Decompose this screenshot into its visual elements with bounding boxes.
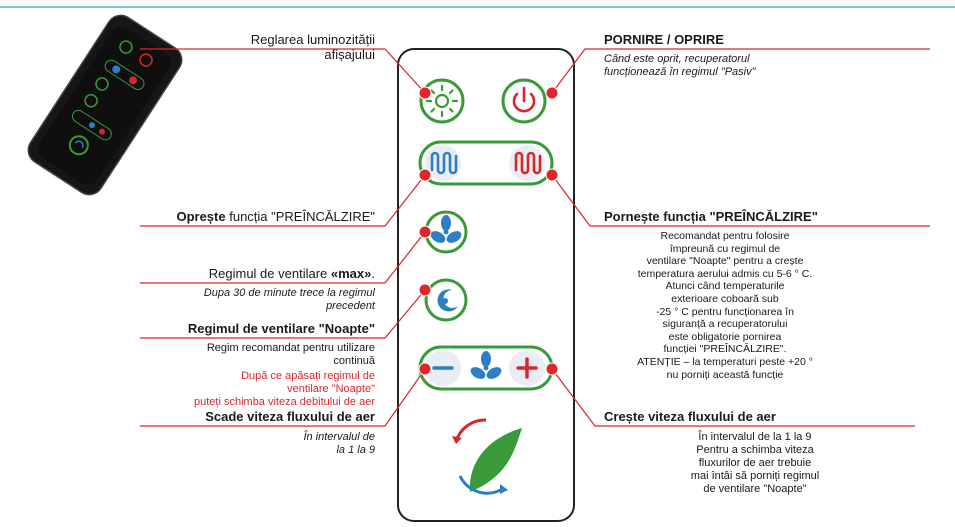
preheat-on-desc: Recomandat pentru folosire împreună cu r… <box>637 230 813 381</box>
leader-power <box>551 48 930 94</box>
plus-icon <box>516 357 538 379</box>
decrease-title: Scade viteza fluxului de aer <box>205 409 375 424</box>
increase-title: Crește viteza fluxului de aer <box>604 409 776 424</box>
night-mode-desc: Regim recomandat pentru utilizare contin… <box>206 342 375 367</box>
leader-brightness <box>140 48 426 94</box>
max-ventilation-button[interactable] <box>424 210 468 254</box>
decrease-speed-button[interactable] <box>425 350 461 386</box>
recycle-leaf-icon <box>452 418 522 495</box>
fan-icon <box>430 215 462 243</box>
heater-wave-icon <box>430 151 458 175</box>
top-rule <box>0 6 955 8</box>
preheat-on-title: Pornește funcția "PREÎNCĂLZIRE" <box>604 209 818 224</box>
preheat-on-button[interactable] <box>509 145 545 181</box>
power-title: PORNIRE / OPRIRE <box>604 32 724 47</box>
fan-icon <box>470 351 502 379</box>
brightness-button[interactable] <box>419 78 465 124</box>
leader-preheat-off <box>140 174 426 227</box>
preheat-off-label: Oprește funcția "PREÎNCĂLZIRE" <box>176 209 375 224</box>
night-mode-title: Regimul de ventilare "Noapte" <box>187 321 375 336</box>
leader-lines <box>140 48 930 427</box>
power-button[interactable] <box>501 78 547 124</box>
power-icon <box>512 86 536 113</box>
leader-max <box>140 231 426 284</box>
fan-speed-indicator <box>470 351 502 379</box>
leader-increase <box>551 368 915 427</box>
heater-wave-icon <box>514 151 542 175</box>
power-note: Când este oprit, recuperatorul funcțione… <box>604 53 756 78</box>
leader-decrease <box>140 368 426 427</box>
increase-desc: În intervalul de la 1 la 9 Pentru a schi… <box>690 431 820 495</box>
max-mode-title: Regimul de ventilare «max». <box>208 266 375 281</box>
brightness-label: Reglarea luminozității afișajului <box>250 32 375 62</box>
decrease-note: În intervalul de la 1 la 9 <box>303 431 375 456</box>
sun-icon <box>425 84 459 118</box>
max-mode-note: Dupa 30 de minute trece la regimul prece… <box>203 287 375 312</box>
remote-photo <box>27 14 183 196</box>
moon-fan-icon <box>437 289 458 312</box>
night-mode-button[interactable] <box>424 278 468 322</box>
callout-dots <box>418 86 559 376</box>
leader-preheat-on <box>551 174 930 227</box>
leader-night <box>140 289 426 339</box>
preheat-off-button[interactable] <box>425 145 461 181</box>
increase-speed-button[interactable] <box>509 350 545 386</box>
night-mode-speed-note: După ce apăsați regimul de ventilare "No… <box>194 370 375 408</box>
